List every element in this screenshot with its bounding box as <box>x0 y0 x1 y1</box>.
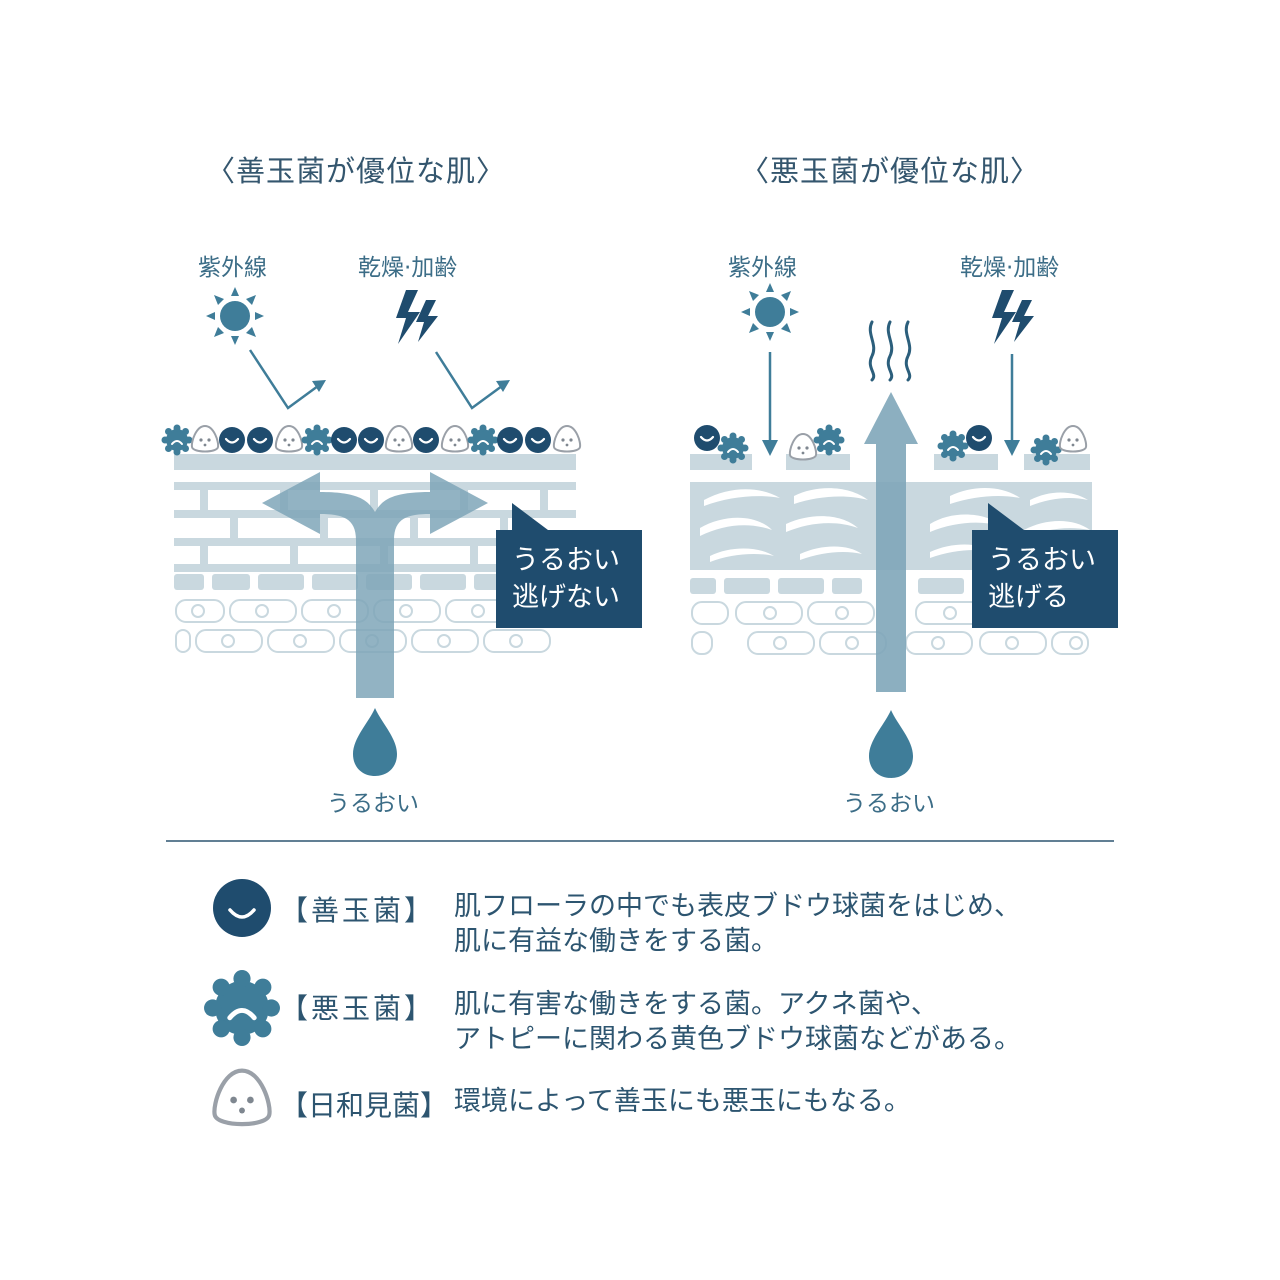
good-skin-panel <box>160 287 582 776</box>
water-drop-icon <box>353 708 397 776</box>
legend-name-good: 【善玉菌】 <box>280 894 436 927</box>
lightning-icon <box>396 290 438 344</box>
legend-name-bad: 【悪玉菌】 <box>280 992 436 1025</box>
legend-line: 肌に有益な働きをする菌。 <box>454 926 778 957</box>
neutral-bacteria-icon <box>214 1071 269 1125</box>
evaporation-icon <box>868 320 912 382</box>
legend-desc-good: 肌フローラの中でも表皮ブドウ球菌をはじめ、 肌に有益な働きをする菌。 <box>454 889 1021 959</box>
callout-line: 逃げる <box>988 582 1069 613</box>
callout-line: うるおい <box>988 545 1096 576</box>
moisture-retained-arrow <box>262 472 488 698</box>
legend-line: 肌フローラの中でも表皮ブドウ球菌をはじめ、 <box>454 891 1021 922</box>
moisture-label-bad: うるおい <box>843 791 935 817</box>
sun-icon <box>741 283 799 341</box>
callout-moisture-kept: うるおい 逃げない <box>496 530 642 628</box>
sun-icon <box>206 287 264 345</box>
callout-line: 逃げない <box>512 582 620 613</box>
lightning-icon <box>992 290 1034 344</box>
legend-name-neutral: 【日和見菌】 <box>280 1089 449 1122</box>
legend-desc-neutral: 環境によって善玉にも悪玉にもなる。 <box>454 1084 911 1119</box>
dry-aging-label-good: 乾燥·加齢 <box>358 255 458 281</box>
panel-title-bad: 〈悪玉菌が優位な肌〉 <box>740 154 1041 188</box>
legend-desc-bad: 肌に有害な働きをする菌。アクネ菌や、 アトピーに関わる黄色ブドウ球菌などがある。 <box>454 987 1021 1057</box>
bad-skin-panel <box>690 283 1092 778</box>
callout-line: うるおい <box>512 545 620 576</box>
uv-label-bad: 紫外線 <box>728 255 797 281</box>
bad-bacteria-icon <box>204 970 280 1046</box>
good-bacteria-icon <box>213 879 271 937</box>
legend-line: 環境によって善玉にも悪玉にもなる。 <box>454 1086 911 1117</box>
dry-aging-label-bad: 乾燥·加齢 <box>960 255 1060 281</box>
legend-line: アトピーに関わる黄色ブドウ球菌などがある。 <box>454 1024 1021 1055</box>
legend-line: 肌に有害な働きをする菌。アクネ菌や、 <box>454 989 938 1020</box>
moisture-label-good: うるおい <box>327 791 419 817</box>
panel-title-good: 〈善玉菌が優位な肌〉 <box>206 154 507 188</box>
callout-moisture-lost: うるおい 逃げる <box>972 530 1118 628</box>
uv-label-good: 紫外線 <box>198 255 267 281</box>
water-drop-icon <box>869 710 913 778</box>
moisture-escaping-arrow <box>864 392 918 692</box>
